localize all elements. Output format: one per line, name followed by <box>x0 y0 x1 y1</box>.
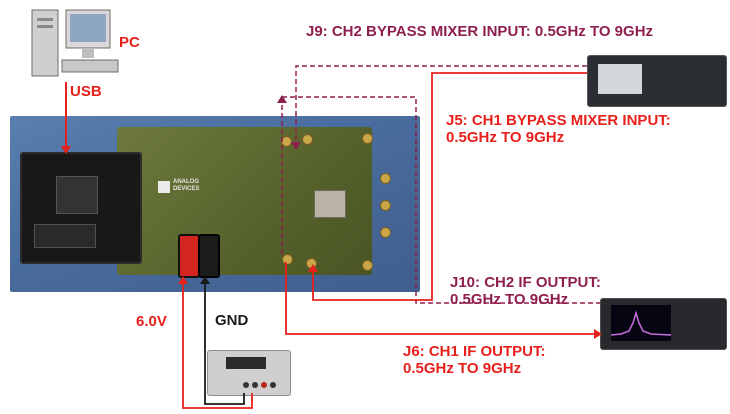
analog-devices-logo-icon <box>158 181 170 193</box>
spectrum-analyzer-image <box>600 298 727 350</box>
connector-j9 <box>282 254 293 265</box>
pc-label: PC <box>119 34 140 51</box>
power-6v-arrowhead <box>178 276 188 284</box>
connector-right-1 <box>380 173 391 184</box>
usb-label: USB <box>70 83 102 100</box>
j9-label: J9: CH2 BYPASS MIXER INPUT: 0.5GHz TO 9G… <box>306 23 654 40</box>
memory-chip <box>34 224 96 248</box>
spectrum-analyzer-screen <box>610 305 672 341</box>
j10-arrowhead <box>277 95 287 103</box>
j6-output-wire <box>285 262 600 335</box>
voltage-label: 6.0V <box>136 313 167 330</box>
power-supply-image <box>207 350 291 396</box>
j9-input-wire <box>295 65 587 148</box>
connector-right-3 <box>380 227 391 238</box>
sdp-controller-board <box>20 152 142 264</box>
gnd-arrowhead <box>200 276 210 284</box>
connector-bottom-right <box>362 260 373 271</box>
pc-computer-image <box>28 4 124 82</box>
j6-label: J6: CH1 IF OUTPUT: 0.5GHz TO 9GHz <box>403 343 546 377</box>
j6-arrowhead <box>594 329 602 339</box>
connector-top-right <box>362 133 373 144</box>
power-supply-display <box>226 357 266 369</box>
usb-arrowhead <box>61 146 71 154</box>
connector-right-2 <box>380 200 391 211</box>
signal-generator-image <box>587 55 727 107</box>
signal-generator-screen <box>598 64 642 94</box>
j5-arrowhead <box>308 264 318 272</box>
mixer-ic <box>314 190 346 218</box>
power-6v-wire <box>182 278 253 409</box>
power-jack-black <box>198 234 220 278</box>
analog-devices-logo-text: ANALOG DEVICES <box>173 179 200 192</box>
j5-input-wire <box>312 72 587 301</box>
j5-label: J5: CH1 BYPASS MIXER INPUT: 0.5GHz TO 9G… <box>446 112 671 146</box>
j10-label: J10: CH2 IF OUTPUT: 0.5GHz TO 9GHz <box>450 274 601 308</box>
j10-output-wire <box>282 96 600 304</box>
gnd-label: GND <box>215 312 249 329</box>
j9-arrowhead <box>291 142 301 150</box>
gnd-wire <box>204 278 245 405</box>
fpga-chip <box>56 176 98 214</box>
connector-j5 <box>302 134 313 145</box>
